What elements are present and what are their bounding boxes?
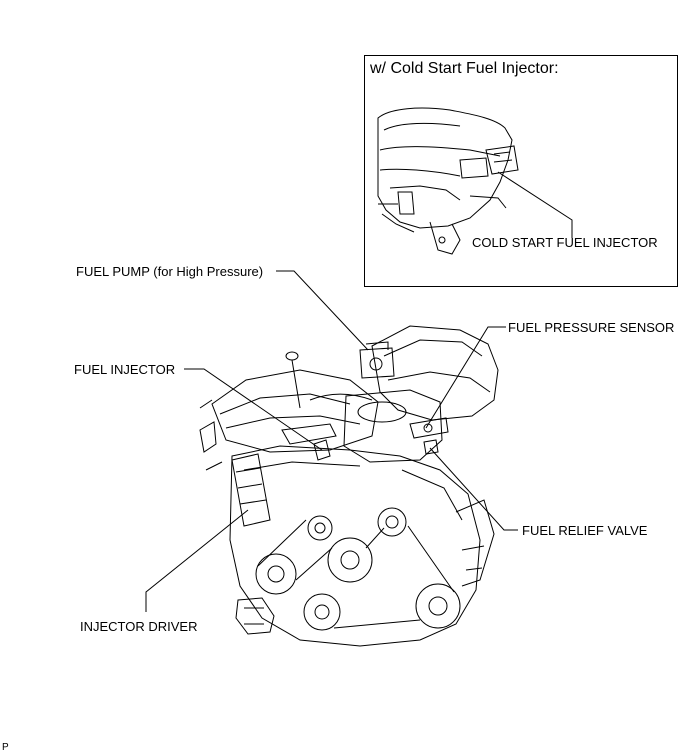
leader-cold-start (497, 171, 573, 238)
label-cold-start-fuel-injector: COLD START FUEL INJECTOR (472, 235, 658, 250)
leader-fuel-pump (276, 270, 369, 351)
footer-mark: P (2, 742, 9, 753)
label-fuel-injector: FUEL INJECTOR (74, 362, 176, 377)
leader-fuel-relief-valve (429, 447, 518, 531)
label-fuel-pump: FUEL PUMP (for High Pressure) (76, 264, 264, 279)
main-engine-drawing (199, 325, 499, 647)
label-fuel-pressure-sensor: FUEL PRESSURE SENSOR (508, 320, 675, 335)
leader-fuel-pressure-sensor (425, 326, 506, 429)
label-injector-driver: INJECTOR DRIVER (80, 619, 198, 634)
inset-frame (364, 55, 678, 287)
inset-engine-drawing (377, 107, 519, 255)
inset-title: w/ Cold Start Fuel Injector: (370, 60, 559, 77)
label-fuel-relief-valve: FUEL RELIEF VALVE (522, 523, 648, 538)
leader-fuel-injector (184, 368, 323, 451)
leader-injector-driver (145, 509, 249, 612)
